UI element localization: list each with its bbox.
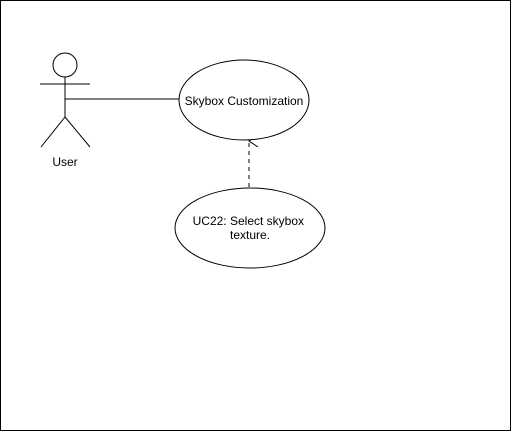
use-case-label: Skybox Customization — [185, 94, 304, 108]
actor-user[interactable]: User — [40, 52, 91, 169]
use-case-label: UC22: Select skybox texture. — [193, 214, 308, 242]
use-case-label-line: UC22: Select skybox — [193, 214, 304, 228]
actor-right-leg — [64, 116, 91, 148]
use-case-ellipse — [174, 187, 326, 269]
use-case-label-line: texture. — [230, 228, 270, 242]
actor-label: User — [52, 155, 77, 169]
actor-head — [52, 52, 78, 78]
use-case-ellipse — [178, 59, 310, 141]
actor-left-leg — [40, 116, 66, 148]
use-case-uc22[interactable]: UC22: Select skybox texture. — [174, 187, 326, 269]
use-case-skybox-customization[interactable]: Skybox Customization — [178, 59, 310, 141]
use-case-label-line: Skybox Customization — [185, 94, 304, 108]
